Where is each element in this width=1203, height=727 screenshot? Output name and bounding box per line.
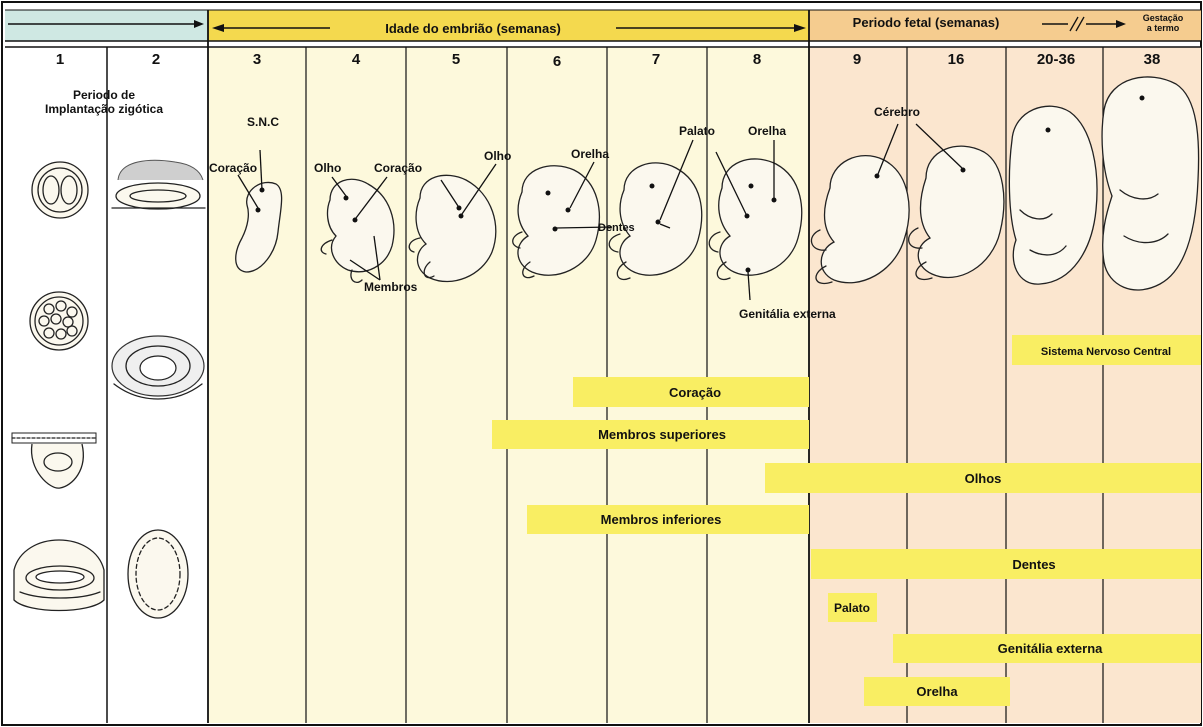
bar-label-lower-limbs: Membros inferiores	[601, 512, 722, 527]
bar-label-genitalia: Genitália externa	[998, 641, 1104, 656]
week-number: 3	[253, 51, 261, 68]
week-number: 6	[553, 53, 561, 70]
week-number: 2	[152, 51, 160, 68]
limbs-label: Membros	[364, 280, 418, 294]
eye-label-week4: Olho	[314, 161, 341, 175]
week-number: 20-36	[1037, 51, 1075, 68]
term-label-line1: Gestação	[1143, 13, 1184, 23]
week-number: 1	[56, 51, 64, 68]
morula-drawing	[30, 292, 88, 350]
embryo-age-label: Idade do embrião (semanas)	[385, 21, 561, 36]
week-number: 7	[652, 51, 660, 68]
header-left-band	[5, 10, 208, 41]
bar-label-teeth: Dentes	[1012, 557, 1055, 572]
teeth-label: Dentes	[598, 222, 635, 234]
palate-label: Palato	[679, 124, 715, 138]
bar-label-heart: Coração	[669, 385, 721, 400]
implantation-label-line1: Periodo de	[73, 88, 135, 102]
bar-label-ear: Orelha	[916, 684, 958, 699]
week-number: 9	[853, 51, 861, 68]
bar-label-eyes: Olhos	[965, 471, 1002, 486]
implantation-label-line2: Implantação zigótica	[45, 102, 163, 116]
chorionic-cavity-drawing	[128, 530, 188, 618]
ear-label-week6: Orelha	[571, 147, 609, 161]
week-number: 5	[452, 51, 460, 68]
week-number: 8	[753, 51, 761, 68]
week-number: 38	[1144, 51, 1161, 68]
term-label-line2: a termo	[1147, 23, 1180, 33]
bar-teeth	[811, 549, 1201, 579]
ear-label-week8: Orelha	[748, 124, 786, 138]
heart-label-week3: Coração	[209, 161, 257, 175]
bar-label-cns: Sistema Nervoso Central	[1041, 346, 1171, 358]
brain-label: Cérebro	[874, 105, 920, 119]
bar-label-upper-limbs: Membros superiores	[598, 427, 726, 442]
bar-label-palate: Palato	[834, 601, 870, 615]
implanted-embryo-drawing	[14, 540, 104, 611]
two-cell-zygote-drawing	[32, 162, 88, 218]
fetal-period-label: Periodo fetal (semanas)	[853, 15, 1000, 30]
heart-label-week4: Coração	[374, 161, 422, 175]
week-number: 4	[352, 51, 361, 68]
week-number: 16	[948, 51, 965, 68]
snc-label: S.N.C	[247, 115, 279, 129]
eye-label-week5: Olho	[484, 149, 511, 163]
external-genitalia-label: Genitália externa	[739, 307, 836, 321]
